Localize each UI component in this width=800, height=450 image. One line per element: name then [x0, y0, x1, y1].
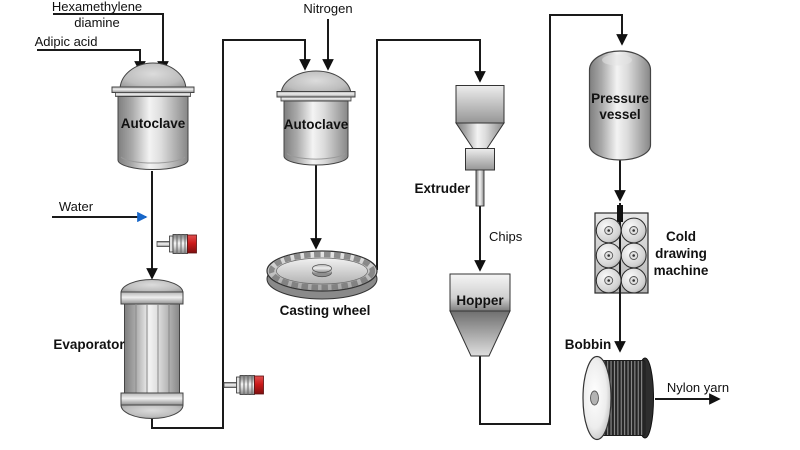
- autoclave-1-vessel: Autoclave: [111, 62, 195, 170]
- nitrogen-label: Nitrogen: [303, 1, 352, 16]
- nylon-yarn-label: Nylon yarn: [667, 380, 729, 395]
- cold-drawing-label-1: Cold: [666, 229, 696, 244]
- pipe-casting-wheel-to-extruder: [376, 39, 486, 270]
- water-label: Water: [59, 199, 94, 214]
- cold-drawing-label-3: machine: [654, 263, 709, 278]
- pipe-evaporator-to-autoclave2: [151, 39, 311, 429]
- adipic-acid-label: Adipic acid: [35, 34, 98, 49]
- drawing-rollers: [595, 217, 647, 294]
- autoclave-2-vessel: Autoclave: [276, 70, 356, 166]
- evaporator-vessel: Evaporator: [53, 279, 184, 419]
- pipe-hexamethylene-feed: [53, 13, 169, 73]
- extruder-label: Extruder: [414, 181, 470, 196]
- pressure-vessel-label-1: Pressure: [591, 91, 649, 106]
- extruder: Extruder: [414, 85, 505, 207]
- autoclave-2-label: Autoclave: [284, 117, 349, 132]
- pressure-vessel-label-2: vessel: [599, 107, 640, 122]
- hexamethylene-label-1: Hexamethylene: [52, 0, 142, 14]
- cold-drawing-machine: Cold drawing machine: [594, 203, 709, 353]
- cold-drawing-label-2: drawing: [655, 246, 707, 261]
- bobbin-label: Bobbin: [565, 337, 612, 352]
- bobbin: Bobbin: [565, 337, 654, 441]
- autoclave-1-label: Autoclave: [121, 116, 186, 131]
- pipe-hopper-to-pressure-vessel: [479, 14, 628, 425]
- hopper-label: Hopper: [456, 293, 504, 308]
- chips-label: Chips: [489, 229, 523, 244]
- hopper: Hopper: [449, 273, 511, 357]
- pressure-vessel: Pressure vessel: [588, 50, 652, 161]
- pipe-adipic-acid-feed: [37, 49, 146, 73]
- valve-icon-1: [156, 234, 197, 254]
- casting-wheel-label: Casting wheel: [280, 303, 371, 318]
- valve-icon-2: [223, 375, 264, 395]
- hexamethylene-label-2: diamine: [74, 15, 120, 30]
- casting-wheel: Casting wheel: [266, 250, 378, 318]
- evaporator-label: Evaporator: [53, 337, 125, 352]
